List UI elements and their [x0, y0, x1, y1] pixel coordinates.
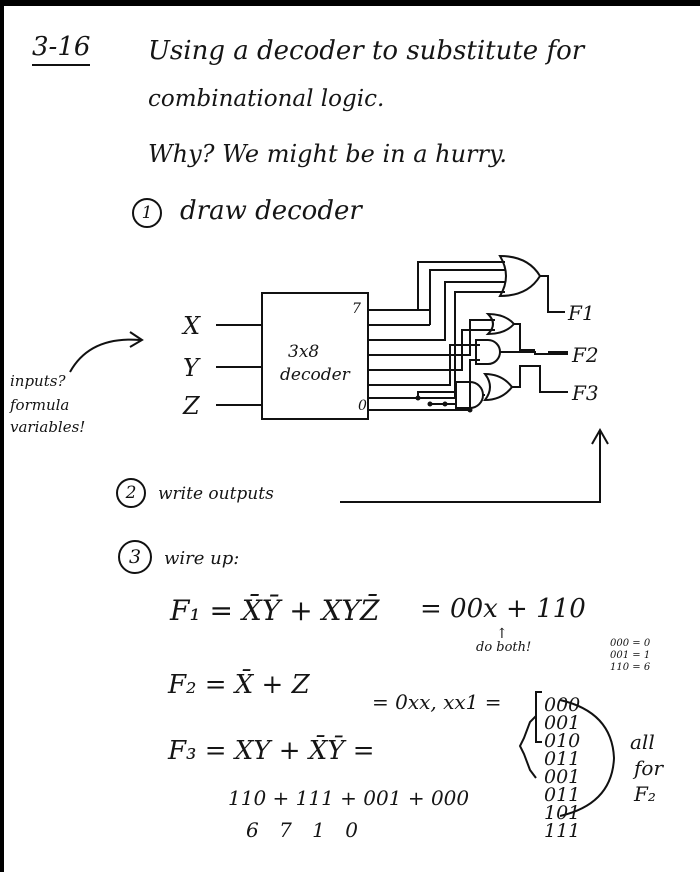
equation-f3: F₃ = XY + X̄Ȳ =	[168, 736, 375, 766]
code-2: 010	[544, 730, 581, 752]
side-note-2: 001 = 1	[610, 650, 651, 661]
do-both-arrow: ↑	[496, 626, 508, 642]
input-z-label: Z	[182, 392, 201, 420]
equation-f2-rhs: = 0xx, xx1 =	[372, 690, 502, 714]
title-line-1: Using a decoder to substitute for	[148, 36, 585, 66]
title-line-2: combinational logic.	[148, 86, 385, 112]
problem-number-underline	[32, 64, 90, 66]
input-x-label: X	[181, 312, 201, 340]
code-4: 001	[544, 766, 581, 788]
brace-label-2: for	[634, 756, 664, 780]
equation-f1: F₁ = X̄Ȳ + XYZ̄	[170, 594, 380, 627]
code-6: 101	[544, 802, 581, 824]
problem-number: 3-16	[32, 32, 91, 62]
page-top-edge	[0, 0, 700, 6]
annotation-line-1: inputs?	[10, 372, 66, 390]
code-5: 011	[544, 784, 581, 806]
equation-f3-terms: 110 + 111 + 001 + 000	[228, 786, 470, 810]
code-0: 000	[544, 694, 581, 716]
code-3: 011	[544, 748, 581, 770]
decoder-label-2: decoder	[280, 365, 351, 385]
pin-bottom-label: 0	[358, 398, 367, 414]
page-left-edge	[0, 0, 4, 872]
output-f2-label: F2	[571, 343, 599, 367]
input-y-label: Y	[183, 354, 201, 382]
annotation-line-2: formula	[10, 396, 70, 414]
code-1: 001	[544, 712, 581, 734]
equation-f3-values: 6 7 1 0	[246, 818, 358, 842]
step-3-text: wire up:	[164, 548, 240, 569]
annotation-line-3: variables!	[10, 418, 86, 436]
equation-f1-note: do both!	[476, 640, 532, 655]
output-f1-label: F1	[567, 301, 595, 325]
why-line: Why? We might be in a hurry.	[148, 140, 508, 168]
step-1-circle: 1	[132, 198, 162, 228]
step-2-text: write outputs	[158, 484, 274, 504]
side-note-1: 000 = 0	[610, 638, 651, 649]
step-3-circle: 3	[118, 540, 152, 574]
brace-label-1: all	[630, 730, 655, 754]
side-note-3: 110 = 6	[610, 662, 651, 673]
output-f3-label: F3	[571, 381, 599, 405]
step-2-circle: 2	[116, 478, 146, 508]
pin-top-label: 7	[352, 301, 361, 317]
equation-f2: F₂ = X̄ + Z	[168, 670, 310, 700]
brace-label-3: F₂	[634, 782, 656, 806]
decoder-label-1: 3x8	[288, 342, 319, 362]
code-7: 111	[544, 820, 581, 842]
equation-f1-rhs: = 00x + 110	[420, 594, 586, 624]
step-1-text: draw decoder	[180, 196, 362, 226]
